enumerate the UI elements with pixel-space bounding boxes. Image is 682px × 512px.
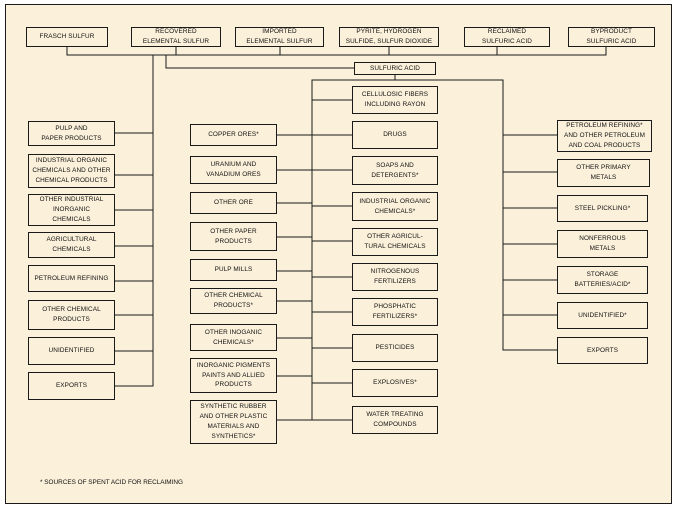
use-pulp-mills: PULP MILLS — [190, 259, 277, 281]
use-exports-left: EXPORTS — [28, 372, 115, 400]
use-other-chemical-products-spent: OTHER CHEMICAL PRODUCTS* — [190, 288, 277, 314]
use-cellulosic-fibers: CELLULOSIC FIBERS INCLUDING RAYON — [352, 86, 438, 114]
use-explosives: EXPLOSIVES* — [352, 369, 438, 397]
use-drugs: DRUGS — [352, 121, 438, 149]
use-phosphatic-fertilizers: PHOSPHATIC FERTILIZERS* — [352, 298, 438, 326]
use-synthetic-rubber-plastics: SYNTHETIC RUBBER AND OTHER PLASTIC MATER… — [190, 400, 277, 444]
source-frasch-sulfur: FRASCH SULFUR — [26, 27, 108, 47]
use-other-chemical-products: OTHER CHEMICAL PRODUCTS — [28, 300, 115, 330]
use-industrial-organic-chemicals: INDUSTRIAL ORGANIC CHEMICALS AND OTHER C… — [28, 154, 115, 188]
use-water-treating-compounds: WATER TREATING COMPOUNDS — [352, 406, 438, 434]
use-nonferrous-metals: NONFERROUS METALS — [557, 230, 648, 258]
sulfuric-acid-node: SULFURIC ACID — [354, 62, 436, 75]
use-petroleum-refining-coal: PETROLEUM REFINING* AND OTHER PETROLEUM … — [557, 120, 652, 152]
use-pulp-and-paper-products: PULP AND PAPER PRODUCTS — [28, 121, 115, 146]
use-unidentified-right: UNIDENTIFIED* — [557, 302, 648, 329]
use-storage-batteries: STORAGE BATTERIES/ACID* — [557, 266, 648, 294]
use-unidentified-left: UNIDENTIFIED — [28, 337, 115, 365]
source-byproduct-sulfuric-acid: BYPRODUCT SULFURIC ACID — [568, 27, 655, 47]
use-other-ore: OTHER ORE — [190, 192, 277, 214]
use-uranium-vanadium-ores: URANIUM AND VANADIUM ORES — [190, 156, 277, 184]
source-pyrite-hydrogen-sulfide: PYRITE, HYDROGEN SULFIDE, SULFUR DIOXIDE — [339, 27, 439, 47]
use-other-inorganic-chemicals: OTHER INOGANIC CHEMICALS* — [190, 324, 277, 351]
use-agricultural-chemicals: AGRICULTURAL CHEMICALS — [28, 232, 115, 258]
use-petroleum-refining: PETROLEUM REFINING — [28, 265, 115, 292]
use-other-industrial-inorganic-chemicals: OTHER INDUSTRIAL INORGANIC CHEMICALS — [28, 194, 115, 226]
footnote: * SOURCES OF SPENT ACID FOR RECLAIMING — [40, 479, 183, 486]
use-nitrogenous-fertilizers: NITROGENOUS FERTILIZERS — [352, 263, 438, 291]
use-copper-ores: COPPER ORES* — [190, 124, 277, 146]
use-steel-pickling: STEEL PICKLING* — [557, 195, 648, 222]
source-imported-elemental-sulfur: IMPORTED ELEMENTAL SULFUR — [235, 27, 324, 47]
use-other-agricultural-chemicals: OTHER AGRICUL- TURAL CHEMICALS — [352, 228, 438, 256]
use-inorganic-pigments-paints: INORGANIC PIGMENTS PAINTS AND ALLIED PRO… — [190, 358, 277, 393]
use-exports-right: EXPORTS — [557, 337, 648, 364]
source-recovered-elemental-sulfur: RECOVERED ELEMENTAL SULFUR — [131, 27, 221, 47]
use-industrial-organic-chemicals-spent: INDUSTRIAL ORGANIC CHEMICALS* — [352, 192, 438, 221]
use-soaps-detergents: SOAPS AND DETERGENTS* — [352, 156, 438, 185]
use-pesticides: PESTICIDES — [352, 334, 438, 362]
use-other-paper-products: OTHER PAPER PRODUCTS — [190, 222, 277, 251]
use-other-primary-metals: OTHER PRIMARY METALS — [557, 159, 650, 187]
source-reclaimed-sulfuric-acid: RECLAIMED SULFURIC ACID — [464, 27, 550, 47]
